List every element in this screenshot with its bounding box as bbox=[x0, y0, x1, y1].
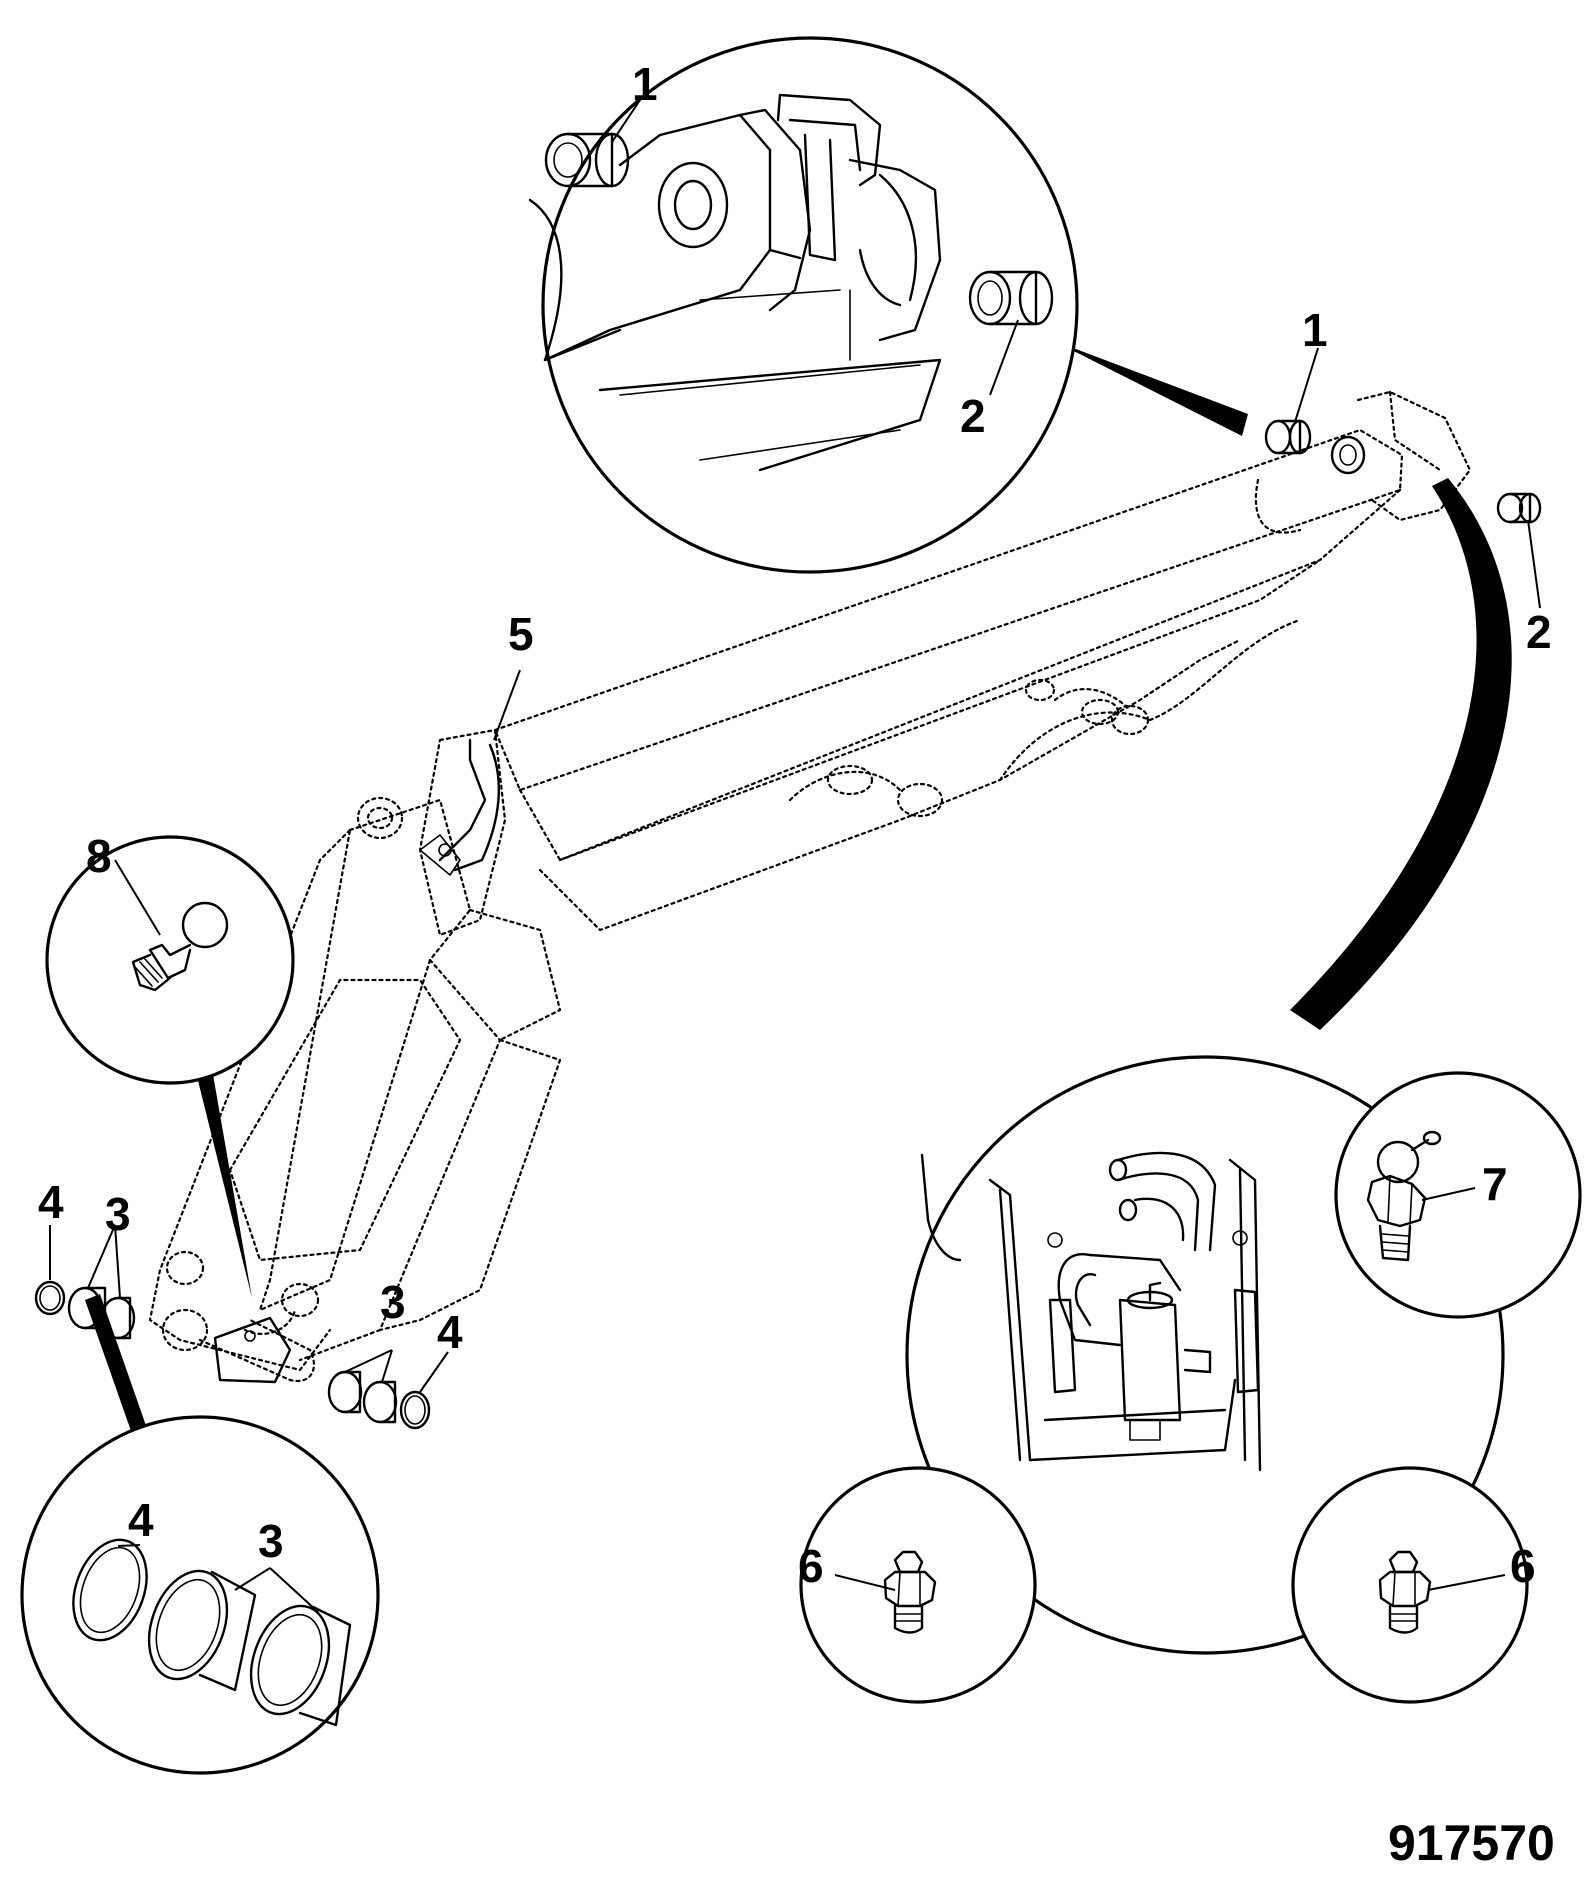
detail-circle-boom-head bbox=[528, 36, 1079, 574]
callout-3-detail: 3 bbox=[258, 1515, 284, 1567]
pivot-pin-bushing-1-boom bbox=[1264, 419, 1312, 455]
detail-circle-bushings bbox=[20, 1415, 380, 1775]
callout-4-detail: 4 bbox=[128, 1494, 154, 1546]
callout-4-right: 4 bbox=[437, 1306, 463, 1358]
callout-4-left: 4 bbox=[38, 1176, 64, 1228]
boom-head-pin-bore bbox=[1330, 435, 1366, 475]
pivot-pin-bushing-2-boom bbox=[1496, 492, 1542, 524]
figure-number: 917570 bbox=[1388, 1815, 1555, 1871]
detail-circle-grease-fitting-7 bbox=[1334, 1071, 1582, 1319]
callout-2-boom: 2 bbox=[1526, 606, 1552, 658]
callout-1-detail: 1 bbox=[632, 58, 658, 110]
callout-6-left: 6 bbox=[798, 1540, 824, 1592]
excavator-boom-assembly bbox=[148, 390, 1472, 1383]
loose-bushings-left bbox=[34, 1280, 136, 1340]
grease-point-8-on-dipper bbox=[213, 1316, 292, 1384]
grease-fitting-5-on-boom bbox=[419, 738, 501, 876]
detail-circle-grease-fitting-8 bbox=[45, 835, 295, 1085]
leader-lines bbox=[49, 99, 1541, 1613]
detail-circle-grease-fitting-6-right bbox=[1291, 1466, 1529, 1704]
callout-2-detail: 2 bbox=[960, 390, 986, 442]
connector-wedge-top-detail bbox=[1052, 340, 1248, 436]
callout-5: 5 bbox=[508, 608, 534, 660]
detail-circle-grease-fitting-6-left bbox=[799, 1466, 1037, 1704]
callout-8: 8 bbox=[86, 830, 112, 882]
callout-6-right: 6 bbox=[1510, 1540, 1536, 1592]
callout-7: 7 bbox=[1482, 1158, 1508, 1210]
connector-wedge-bushing-detail bbox=[85, 1294, 158, 1468]
loose-bushings-right bbox=[327, 1370, 431, 1430]
callout-3-right: 3 bbox=[380, 1276, 406, 1328]
callout-3-left: 3 bbox=[105, 1188, 131, 1240]
callout-1-boom: 1 bbox=[1302, 304, 1328, 356]
connector-band-boom-to-hitch bbox=[1290, 478, 1512, 1030]
